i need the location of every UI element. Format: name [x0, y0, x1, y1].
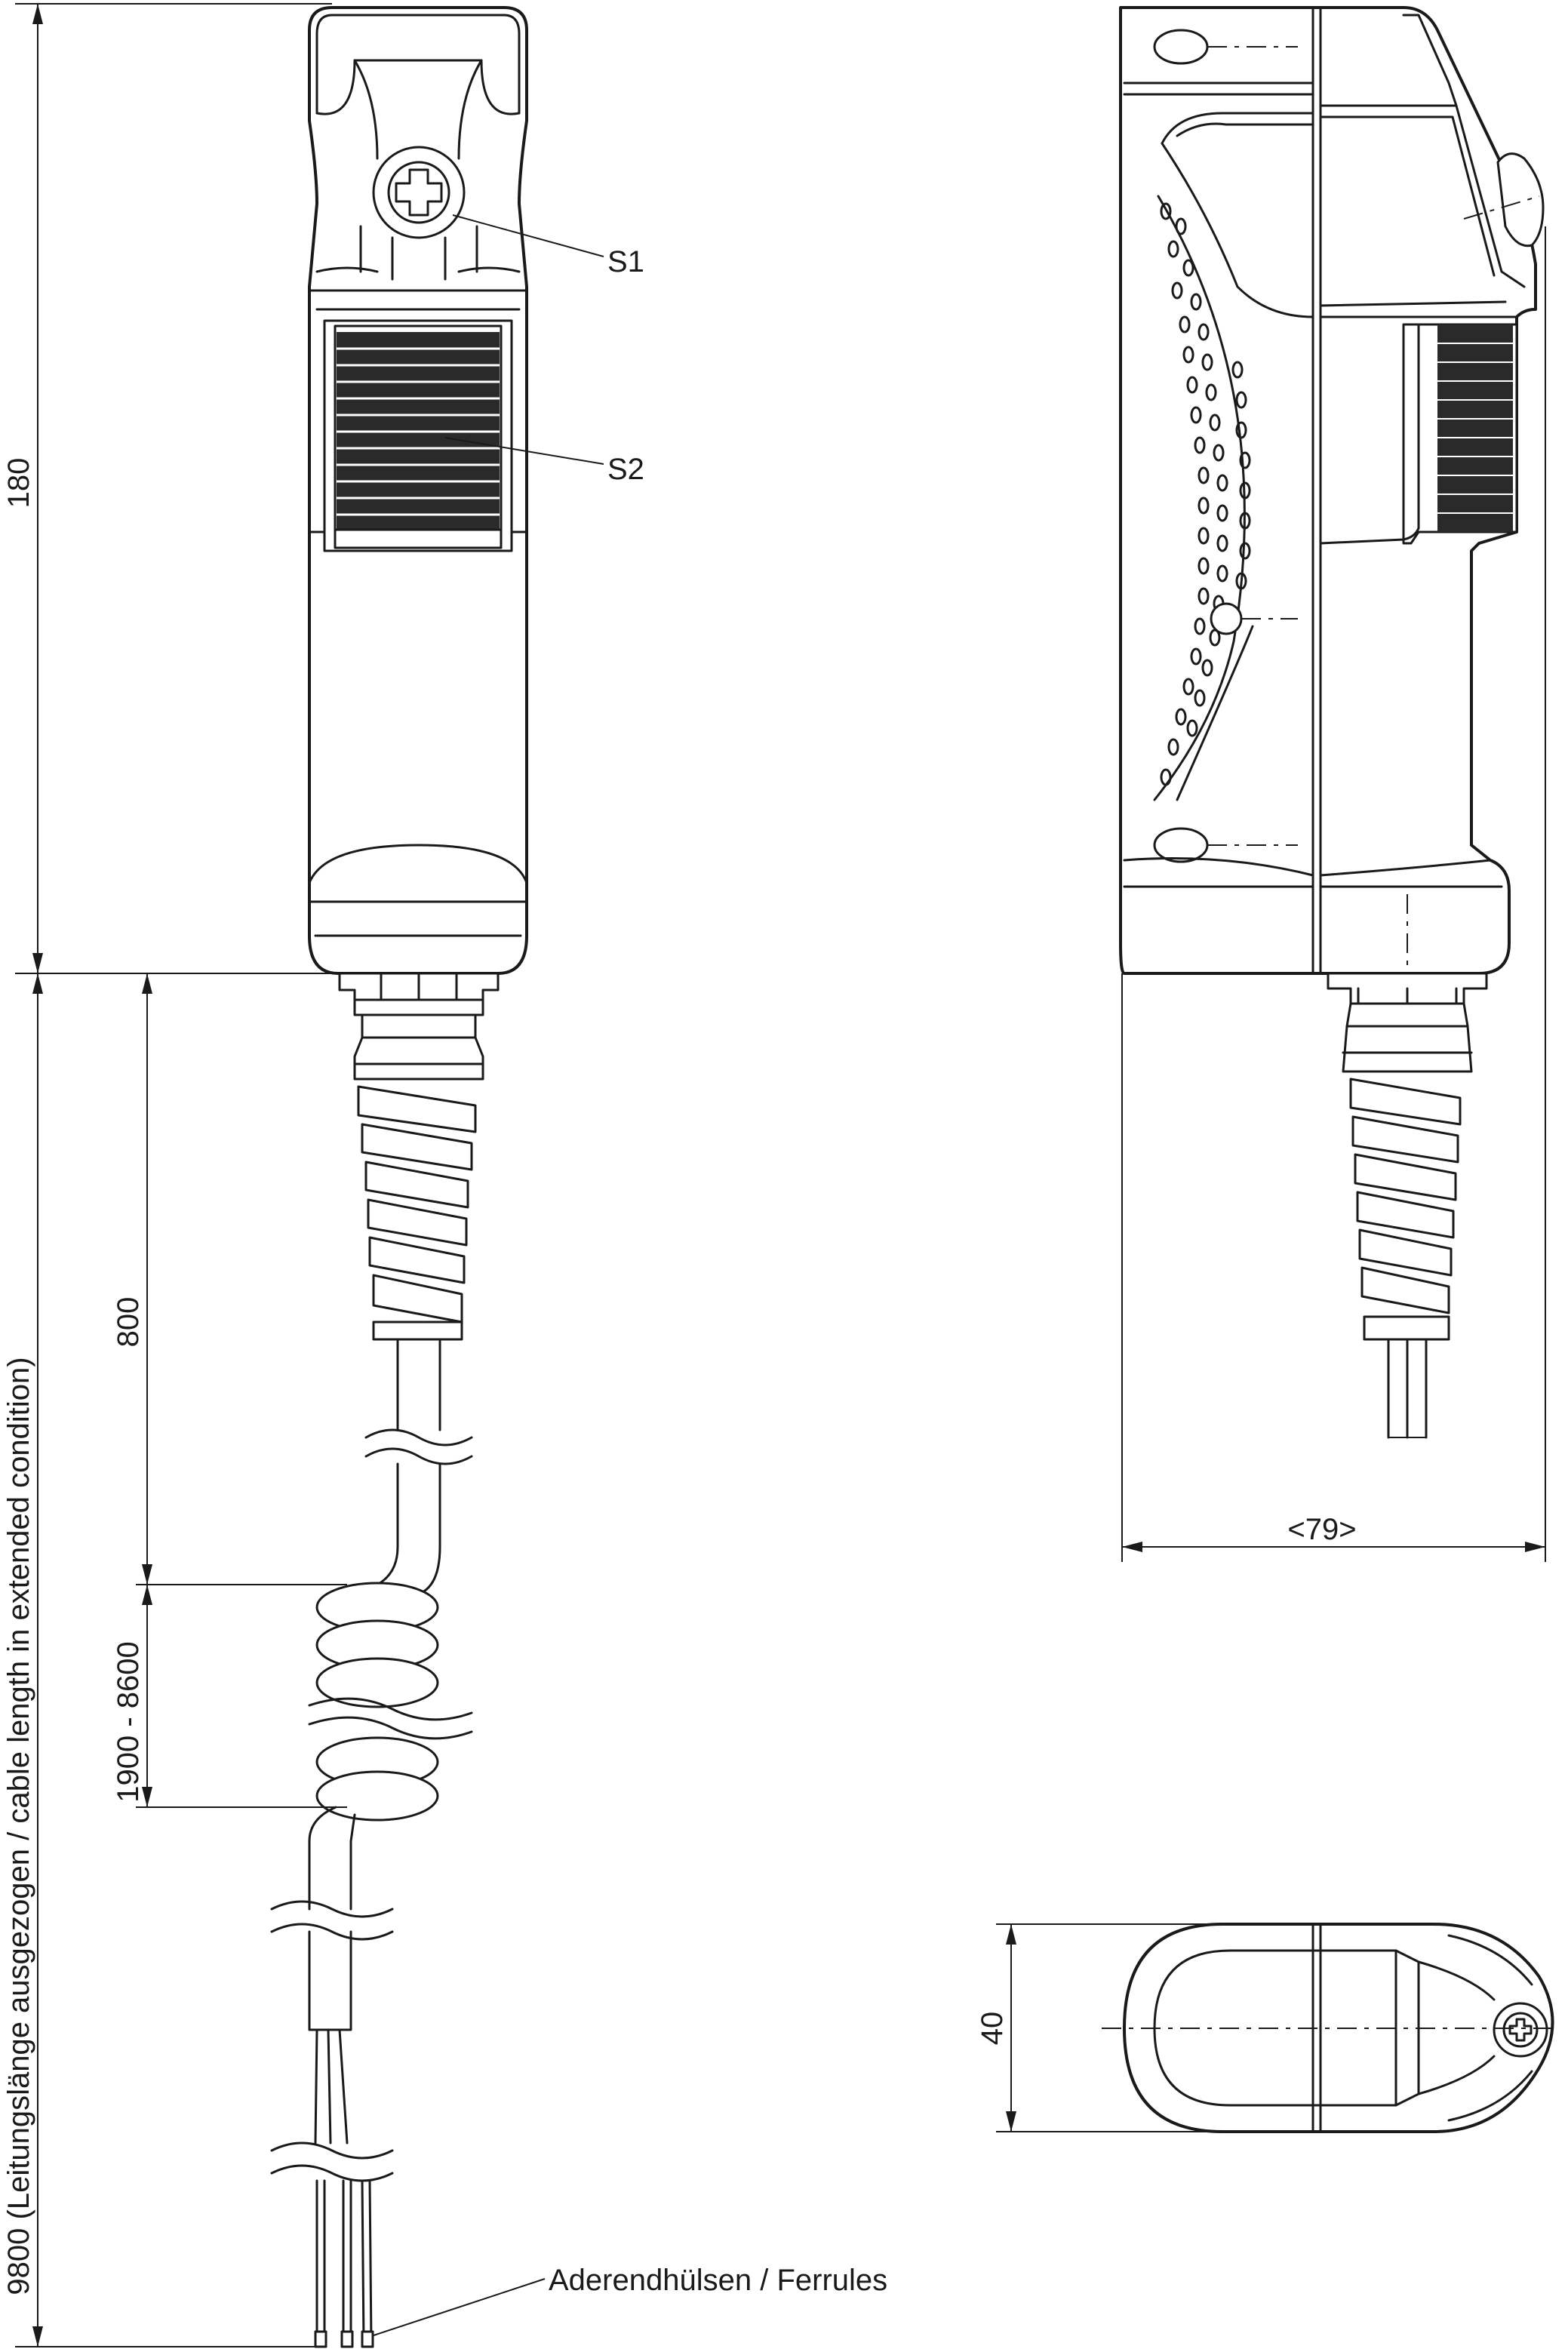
s2-grille-panel [308, 319, 528, 552]
side-strain-relief [1342, 1002, 1473, 1341]
s2-leader [444, 437, 604, 465]
ferrules-leader [373, 2278, 546, 2336]
bottom-view [1102, 1923, 1558, 2133]
dim-40-text: 40 [976, 2012, 1009, 2046]
front-view [270, 6, 528, 2348]
dimension-length-800: 800 [112, 973, 152, 1585]
side-s2-grille [1319, 323, 1518, 545]
side-view [1119, 6, 1545, 1439]
dimension-width-40: 40 [976, 1923, 1313, 2132]
dimension-coil-range: 1900 - 8600 [112, 1585, 152, 1807]
dimension-depth-79: <79> [1121, 226, 1546, 1562]
dim-coil-range-text: 1900 - 8600 [112, 1641, 145, 1803]
dim-total-cable-text: 9800 (Leitungslänge ausgezogen / cable l… [2, 1357, 35, 2295]
s1-label: S1 [607, 245, 644, 278]
ferrules-label: Aderendhülsen / Ferrules [549, 2264, 887, 2297]
dim-79-text: <79> [1287, 1513, 1356, 1546]
dimension-height-180: 180 [2, 3, 332, 973]
front-strain-relief [353, 1013, 484, 1341]
dimension-total-cable: 9800 (Leitungslänge ausgezogen / cable l… [2, 973, 317, 2347]
dim-800-text: 800 [112, 1297, 145, 1348]
dim-180-text: 180 [2, 458, 35, 509]
s1-button [359, 146, 478, 281]
s1-leader [452, 214, 604, 257]
side-s1-button [1496, 152, 1545, 247]
coiled-cable [308, 1582, 473, 1822]
s2-label: S2 [607, 453, 644, 486]
